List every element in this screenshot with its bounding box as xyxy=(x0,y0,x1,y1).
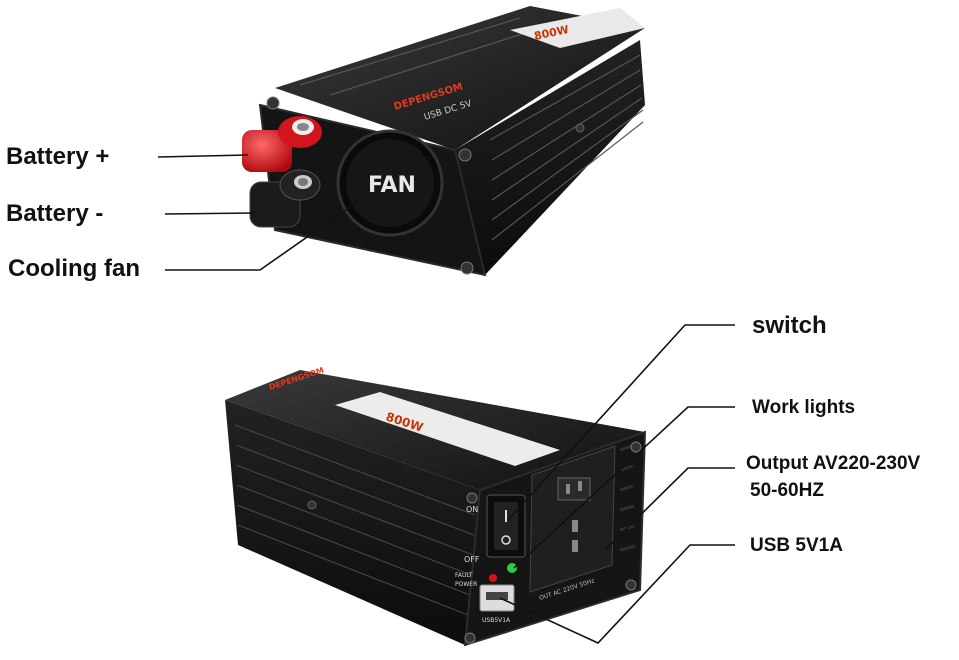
screw-icon xyxy=(458,148,472,162)
screw-icon xyxy=(266,96,280,110)
callout-lines xyxy=(157,154,735,644)
usb-label: USB5V1A xyxy=(482,617,511,624)
switch-off-label: OFF xyxy=(464,555,480,564)
inverter-top-side-panel xyxy=(455,40,645,275)
fault-label: FAULT xyxy=(455,572,473,579)
cooling-fan-icon: FAN xyxy=(336,129,444,237)
leader-line-switch xyxy=(507,324,735,521)
label-switch: switch xyxy=(752,312,827,339)
power-label: POWER xyxy=(455,581,477,588)
screw-icon xyxy=(625,579,637,591)
label-output-line2: 50-60HZ xyxy=(750,480,824,501)
label-battery-plus: Battery + xyxy=(6,143,110,170)
screw-icon xyxy=(466,492,478,504)
switch-on-label: ON xyxy=(466,505,478,514)
fault-light-red-icon xyxy=(489,574,497,582)
label-output-line1: Output AV220-230V xyxy=(746,453,921,474)
screw-icon xyxy=(307,500,317,510)
screw-icon xyxy=(575,123,585,133)
leader-line-usb xyxy=(499,544,735,644)
battery-positive-terminal-icon xyxy=(242,116,322,172)
label-usb: USB 5V1A xyxy=(750,535,843,556)
inverter-bottom-sticker xyxy=(335,392,560,466)
leader-line-battery-plus xyxy=(157,154,249,158)
inverter-bottom-ridges xyxy=(234,424,476,616)
screw-icon xyxy=(630,441,642,453)
screw-icon xyxy=(464,632,476,644)
power-switch-icon xyxy=(486,494,526,558)
inverter-bottom: 800W DEPENGSOM ON OFF FAULT POWER xyxy=(225,366,647,647)
usb-port-icon xyxy=(479,584,515,612)
leader-line-work-lights xyxy=(513,406,735,569)
label-battery-minus: Battery - xyxy=(6,200,104,227)
inverter-top-sticker xyxy=(510,8,645,48)
label-work-lights: Work lights xyxy=(752,397,856,418)
battery-negative-terminal-icon xyxy=(249,169,321,228)
inverter-bottom-side-panel xyxy=(225,400,480,645)
leader-line-cooling-fan xyxy=(165,199,361,271)
fan-label: FAN xyxy=(368,173,416,198)
label-cooling-fan: Cooling fan xyxy=(8,255,140,282)
screw-icon xyxy=(460,261,474,275)
leader-line-battery-minus xyxy=(164,212,256,215)
ac-socket-icon xyxy=(529,445,616,593)
inverter-top: 800W DEPENGSOM USB DC 5V FAN xyxy=(242,6,645,277)
work-light-green-icon xyxy=(507,563,517,573)
leader-line-output xyxy=(604,467,735,551)
